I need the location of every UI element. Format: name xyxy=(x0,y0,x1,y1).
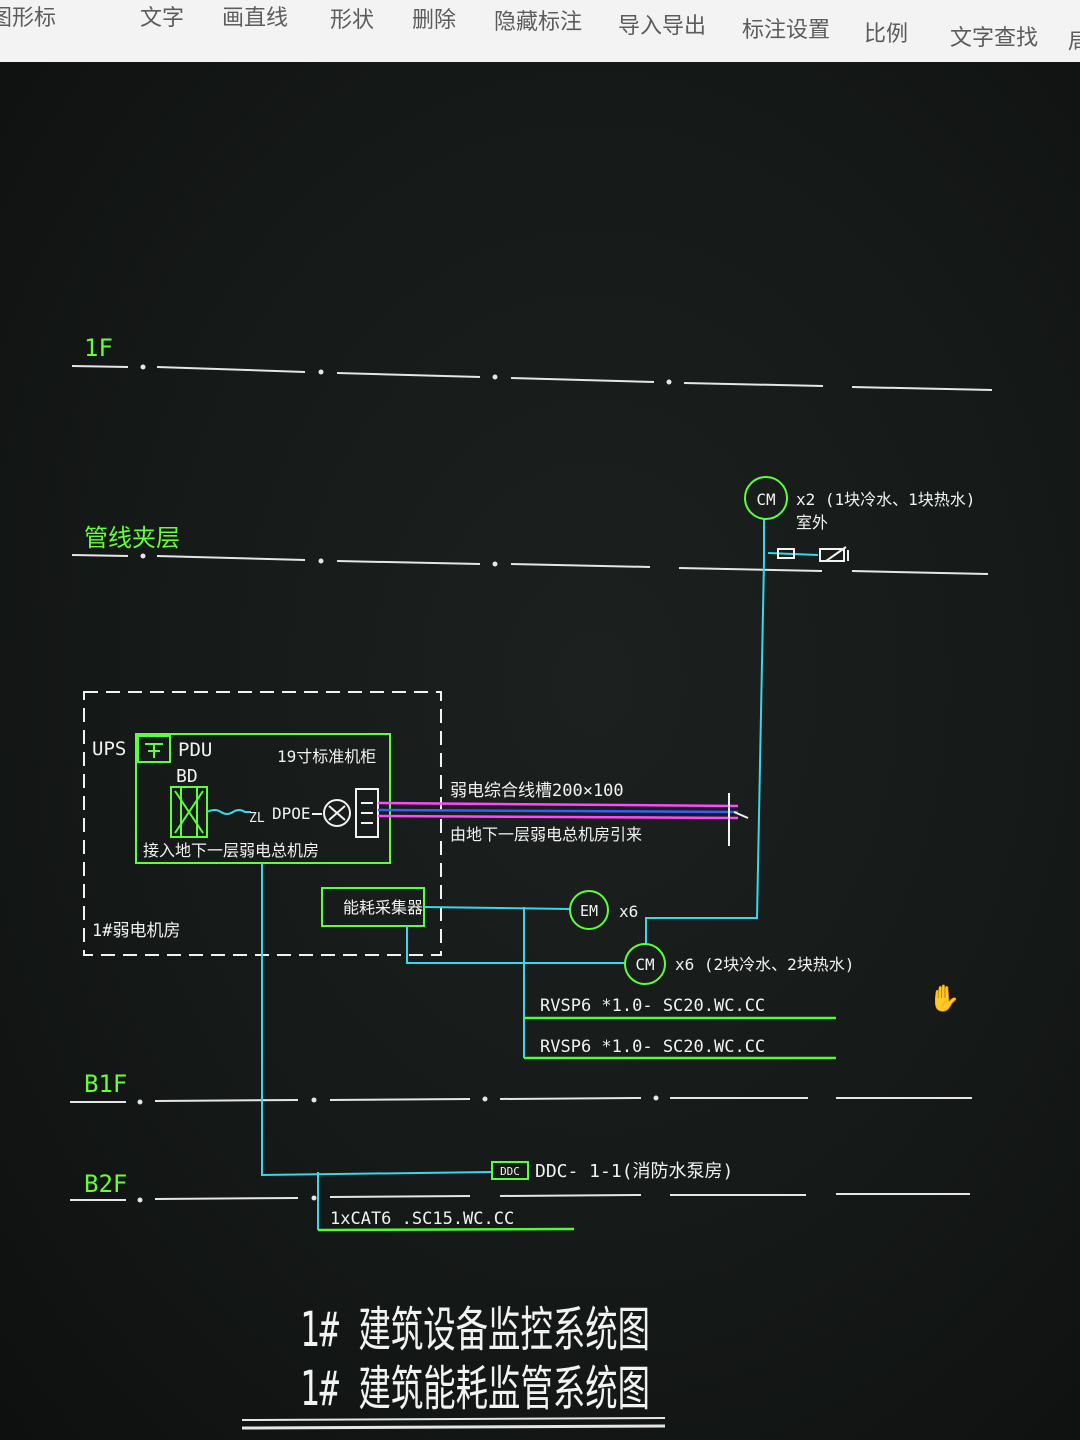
floor-line-b1f xyxy=(70,1095,972,1105)
ddc-box-label: DDC xyxy=(500,1165,520,1178)
toolbar-item-line[interactable]: 画直线 xyxy=(222,6,289,31)
pdu-label: PDU xyxy=(178,739,212,761)
title-line-1: 1# 建筑设备监控系统图 xyxy=(300,1302,650,1358)
signal-cables xyxy=(261,518,819,1230)
floor-label-b1f: B1F xyxy=(84,1070,127,1098)
floor-label-1f: 1F xyxy=(84,334,113,362)
patch-cable xyxy=(206,809,251,815)
toolbar-item-text-search[interactable]: 文字查找 xyxy=(950,26,1039,51)
drawing-toolbar: 图形标 文字 画直线 形状 删除 隐藏标注 导入导出 标注设置 比例 文字查找 … xyxy=(0,0,1080,63)
system-diagram: 1F 管线夹层 B1F B2F 1#弱电机房 UPS PDU BD 19寸标准机… xyxy=(70,334,993,1430)
em-meter-icon xyxy=(569,890,609,930)
toolbar-item-annotation-settings[interactable]: 标注设置 xyxy=(742,18,831,43)
pdu-outlet-icon xyxy=(137,735,171,763)
floor-line-b2f xyxy=(70,1193,970,1203)
cat6-cable-label: 1xCAT6 .SC15.WC.CC xyxy=(330,1209,514,1229)
toolbar-item-hide-annotation[interactable]: 隐藏标注 xyxy=(494,10,583,35)
hand-cursor-icon: ✋ xyxy=(928,984,961,1014)
cad-canvas[interactable]: 1F 管线夹层 B1F B2F 1#弱电机房 UPS PDU BD 19寸标准机… xyxy=(0,62,1080,1440)
cm-top-symbol: CM xyxy=(756,490,775,509)
distribution-frame-icon xyxy=(170,786,208,838)
toolbar-item-scale[interactable]: 比例 xyxy=(864,22,909,47)
poe-prefix: ZL xyxy=(249,811,265,826)
cat6-cable xyxy=(317,1227,575,1232)
ddc-label: DDC- 1-1(消防水泵房) xyxy=(535,1161,733,1182)
ups-label: UPS xyxy=(92,738,126,760)
em-count: x6 xyxy=(619,902,638,921)
cm-meter-top-icon xyxy=(744,476,788,520)
cable-tray-source: 由地下一层弱电总机房引来 xyxy=(450,825,642,844)
title-underline-2 xyxy=(241,1424,666,1430)
floor-label-b2f: B2F xyxy=(84,1170,127,1198)
em-symbol: EM xyxy=(580,902,598,920)
title-underline-1 xyxy=(241,1417,666,1421)
toolbar-item-more[interactable]: 局 xyxy=(1068,30,1080,55)
access-note: 接入地下一层弱电总机房 xyxy=(143,841,319,860)
cm-mid-count: x6 (2块冷水、2块热水) xyxy=(675,955,854,974)
network-switch-icon xyxy=(312,788,379,838)
toolbar-item-text[interactable]: 文字 xyxy=(140,6,185,31)
rvsp-cable-1-label: RVSP6 *1.0- SC20.WC.CC xyxy=(540,996,765,1016)
poe-switch-label: DPOE xyxy=(272,804,311,823)
floor-line-pipe-layer xyxy=(71,553,989,575)
energy-collector-label: 能耗采集器 xyxy=(343,898,423,917)
toolbar-item-marker[interactable]: 图形标 xyxy=(0,6,57,31)
ddc-box xyxy=(491,1161,529,1180)
room-label: 1#弱电机房 xyxy=(92,921,180,941)
toolbar-item-delete[interactable]: 删除 xyxy=(412,8,457,33)
toolbar-item-import-export[interactable]: 导入导出 xyxy=(618,14,707,39)
tap-symbol-icon xyxy=(777,546,849,562)
rack-label: 19寸标准机柜 xyxy=(277,747,376,766)
pdu-symbol-icon xyxy=(145,743,163,758)
cm-top-count: x2 (1块冷水、1块热水) xyxy=(796,490,975,509)
cable-tray xyxy=(377,793,749,846)
cm-meter-mid-icon xyxy=(624,943,666,985)
toolbar-item-shape[interactable]: 形状 xyxy=(330,8,375,33)
bd-label: BD xyxy=(176,766,198,787)
rvsp-cable-2-label: RVSP6 *1.0- SC20.WC.CC xyxy=(540,1037,765,1057)
floor-line-1f xyxy=(71,364,993,391)
cable-tray-label: 弱电综合线槽200×100 xyxy=(450,781,624,801)
floor-label-pipe-layer: 管线夹层 xyxy=(84,524,180,552)
cm-top-note: 室外 xyxy=(796,513,828,532)
cm-mid-symbol: CM xyxy=(635,955,654,974)
title-line-2: 1# 建筑能耗监管系统图 xyxy=(300,1361,650,1417)
